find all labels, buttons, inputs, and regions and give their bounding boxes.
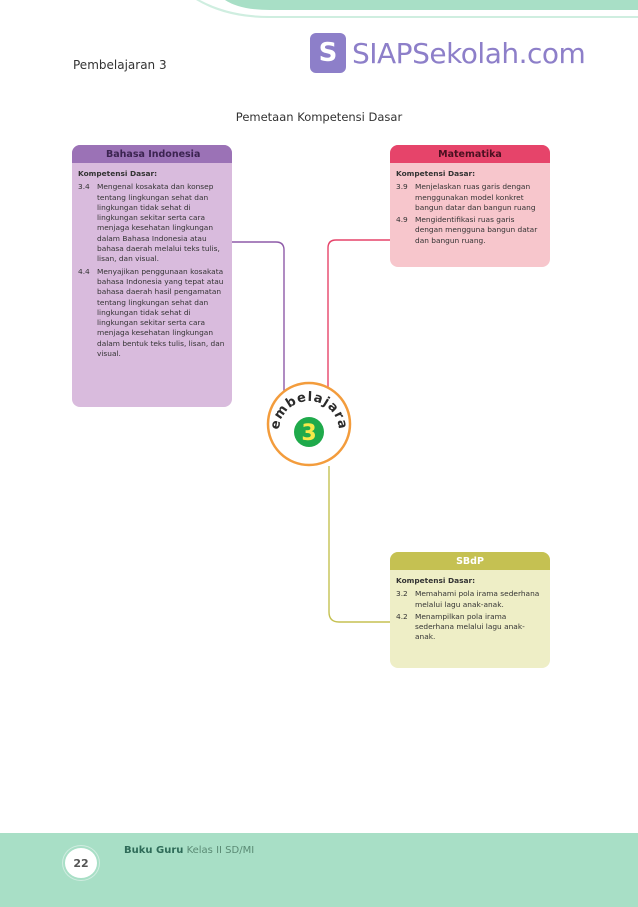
card-title: SBdP — [390, 552, 550, 570]
card-matematika: Matematika Kompetensi Dasar: 3.9 Menjela… — [390, 145, 550, 267]
kd-text: Menyajikan penggunaan kosakata bahasa In… — [97, 266, 225, 359]
book-title-rest: Kelas II SD/MI — [186, 845, 255, 856]
kd-item: 4.9 Mengidentifikasi ruas garis dengan m… — [396, 215, 544, 246]
card-sbdp: SBdP Kompetensi Dasar: 3.2 Memahami pola… — [390, 552, 550, 668]
pembelajaran-hub-badge: Pembelajaran 3 — [266, 381, 352, 467]
kd-item: 4.2 Menampilkan pola irama sederhana mel… — [396, 612, 544, 643]
kd-number: 3.4 — [78, 182, 90, 192]
footer-band — [0, 833, 638, 907]
kd-item: 3.2 Memahami pola irama sederhana melalu… — [396, 589, 544, 610]
kd-text: Memahami pola irama sederhana melalui la… — [415, 589, 540, 609]
kd-label: Kompetensi Dasar: — [396, 169, 476, 178]
kd-number: 4.4 — [78, 266, 90, 276]
connector-bahasa-indonesia — [232, 241, 285, 402]
kd-label: Kompetensi Dasar: — [78, 169, 158, 178]
kd-item: 3.9 Menjelaskan ruas garis dengan menggu… — [396, 182, 544, 213]
lesson-header: Pembelajaran 3 — [73, 58, 167, 72]
siapsekolah-logo: S SIAPSekolah.com — [310, 28, 630, 78]
kd-number: 4.2 — [396, 611, 408, 621]
card-bahasa-indonesia: Bahasa Indonesia Kompetensi Dasar: 3.4 M… — [72, 145, 232, 407]
connector-sbdp — [328, 466, 390, 623]
top-decorative-band — [0, 0, 638, 18]
kd-text: Mengenal kosakata dan konsep tentang lin… — [97, 182, 220, 264]
kd-number: 3.2 — [396, 589, 408, 599]
kd-text: Menjelaskan ruas garis dengan menggunaka… — [415, 182, 536, 212]
kd-item: 3.4 Mengenal kosakata dan konsep tentang… — [78, 182, 226, 264]
map-title: Pemetaan Kompetensi Dasar — [235, 110, 403, 124]
kd-item: 4.4 Menyajikan penggunaan kosakata bahas… — [78, 267, 226, 360]
book-title: Buku Guru Kelas II SD/MI — [124, 845, 254, 856]
logo-text: SIAPSekolah.com — [352, 36, 586, 70]
card-title: Matematika — [390, 145, 550, 163]
kd-number: 4.9 — [396, 215, 408, 225]
page-number: 22 — [63, 846, 99, 880]
hub-number: 3 — [301, 421, 316, 446]
connector-matematika — [327, 239, 390, 400]
card-title: Bahasa Indonesia — [72, 145, 232, 163]
kd-number: 3.9 — [396, 182, 408, 192]
kd-text: Mengidentifikasi ruas garis dengan mengg… — [415, 215, 538, 245]
kd-text: Menampilkan pola irama sederhana melalui… — [415, 611, 525, 642]
book-title-bold: Buku Guru — [124, 845, 184, 856]
kd-label: Kompetensi Dasar: — [396, 576, 476, 585]
logo-badge: S — [310, 33, 346, 73]
